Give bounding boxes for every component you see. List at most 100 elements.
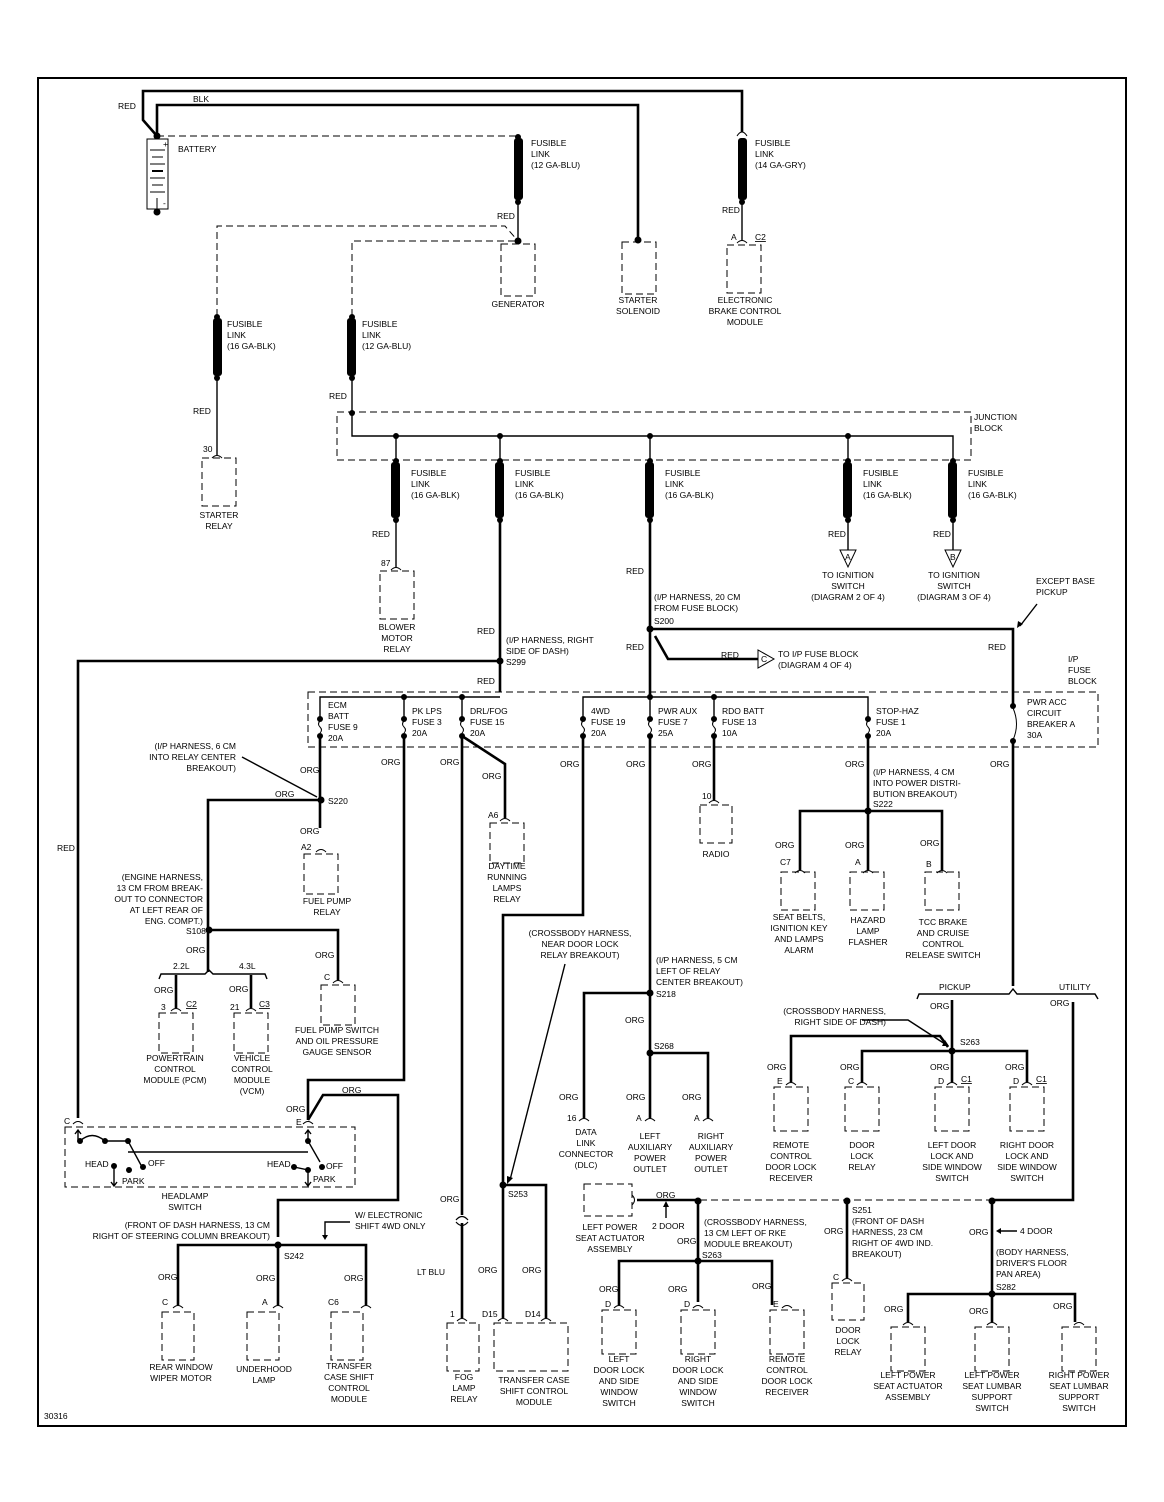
door-lock-relay bbox=[844, 1086, 880, 1132]
seat-belts-alarm bbox=[780, 871, 816, 911]
wire-label-org: ORG bbox=[775, 840, 794, 850]
radio bbox=[699, 804, 733, 844]
wire-label-org: ORG bbox=[626, 1092, 645, 1102]
wire-label-org: ORG bbox=[275, 789, 294, 799]
splice-label: S253 bbox=[508, 1189, 528, 1199]
wire-label-org: ORG bbox=[969, 1227, 988, 1237]
wire-label-lt-blu: LT BLU bbox=[417, 1267, 445, 1277]
pin-label: 10 bbox=[702, 791, 712, 801]
wire-label-org: ORG bbox=[656, 1190, 675, 1200]
wire-label-org: ORG bbox=[752, 1281, 771, 1291]
hazard-lamp-flasher bbox=[849, 871, 885, 911]
ign-a-letter: A bbox=[845, 552, 851, 562]
utility-label: UTILITY bbox=[1059, 982, 1091, 992]
wire-label-org: ORG bbox=[482, 771, 501, 781]
pin-label: 21 bbox=[230, 1002, 240, 1012]
left-power-seat-lumbar-switch bbox=[974, 1326, 1010, 1372]
pin-label: C bbox=[64, 1116, 70, 1126]
fuse bbox=[580, 716, 586, 739]
pin-label: A bbox=[694, 1113, 700, 1123]
wire-label-red: RED bbox=[118, 101, 136, 111]
wire-label-org: ORG bbox=[677, 1236, 696, 1246]
wire-label-red: RED bbox=[933, 529, 951, 539]
fusible-link bbox=[495, 458, 504, 523]
wire-label-org: ORG bbox=[154, 985, 173, 995]
wire-label-blk: BLK bbox=[193, 94, 209, 104]
wire-label-org: ORG bbox=[845, 840, 864, 850]
ip-fuse-block bbox=[307, 691, 1099, 748]
junction-block bbox=[336, 410, 972, 461]
pin-label: C bbox=[848, 1076, 854, 1086]
wire-label-org: ORG bbox=[256, 1273, 275, 1283]
door-lock-relay-2 bbox=[831, 1282, 865, 1321]
pin-label: D bbox=[605, 1299, 611, 1309]
fuse bbox=[711, 716, 717, 739]
starter-solenoid bbox=[621, 241, 657, 295]
variant-label: 2.2L bbox=[173, 961, 190, 971]
wire-label-org: ORG bbox=[1005, 1062, 1024, 1072]
ebcm bbox=[726, 244, 762, 294]
right-door-lock-switch bbox=[1009, 1086, 1045, 1132]
pin-label: D bbox=[684, 1299, 690, 1309]
vcm bbox=[233, 1012, 269, 1054]
wire-label-org: ORG bbox=[626, 759, 645, 769]
pin-label: D bbox=[938, 1076, 944, 1086]
switch-pos-head: HEAD bbox=[85, 1159, 109, 1169]
wire-label-org: ORG bbox=[522, 1265, 541, 1275]
starter-relay bbox=[201, 457, 237, 507]
four-door-note: 4 DOOR bbox=[1020, 1226, 1053, 1236]
fusible-link bbox=[391, 458, 400, 523]
pin-label: E bbox=[773, 1299, 779, 1309]
wire-label-org: ORG bbox=[930, 1001, 949, 1011]
fuse bbox=[865, 716, 871, 739]
battery-label: BATTERY bbox=[178, 144, 217, 154]
wire-label-org: ORG bbox=[1053, 1301, 1072, 1311]
connector-label: C1 bbox=[1036, 1074, 1047, 1084]
pin-label: 87 bbox=[381, 558, 391, 568]
wire-label-org: ORG bbox=[599, 1284, 618, 1294]
connector-label: C1 bbox=[961, 1074, 972, 1084]
left-power-seat-2door bbox=[583, 1183, 635, 1217]
ign-b-letter: B bbox=[950, 552, 956, 562]
pin-label: 1 bbox=[450, 1309, 455, 1319]
wire-label-org: ORG bbox=[286, 1104, 305, 1114]
fusible-link-ebcm bbox=[736, 131, 748, 205]
pcm bbox=[158, 1012, 194, 1054]
headlamp-switch bbox=[64, 1121, 356, 1188]
variant-label: 4.3L bbox=[239, 961, 256, 971]
wire-label-org: ORG bbox=[342, 1085, 361, 1095]
pin-label: A6 bbox=[488, 810, 499, 820]
battery-plus: + bbox=[163, 139, 168, 149]
s108-note: (ENGINE HARNESS,13 CM FROM BREAK-OUT TO … bbox=[114, 872, 203, 926]
pin-label: 30 bbox=[203, 444, 213, 454]
daytime-running-lamps-relay bbox=[489, 822, 525, 864]
wire-label-org: ORG bbox=[300, 826, 319, 836]
blower-motor-relay bbox=[379, 570, 415, 620]
pin-label: C bbox=[833, 1272, 839, 1282]
wire-label-red: RED bbox=[477, 676, 495, 686]
